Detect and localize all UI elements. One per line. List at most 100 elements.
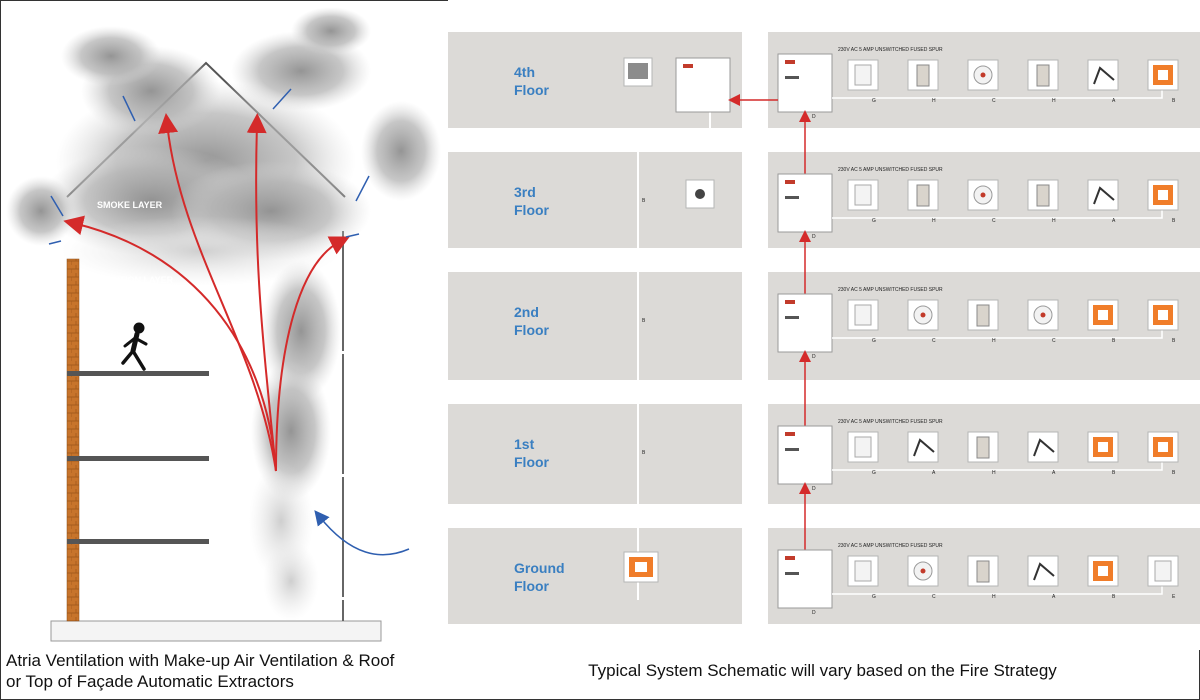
sensor-icon: [854, 304, 872, 326]
spur-label: 230V AC 5 AMP UNSWITCHED FUSED SPUR: [838, 287, 943, 293]
module-icon: [916, 184, 930, 207]
control-panel-logo: [785, 180, 795, 184]
riser-label: D: [812, 114, 816, 120]
floor-label-line2: Floor: [514, 454, 550, 470]
device-label: C: [932, 338, 936, 344]
device-label: A: [1052, 470, 1056, 476]
control-panel-logo: [785, 432, 795, 436]
floor-label-line1: 1st: [514, 436, 535, 452]
device-label: C: [992, 98, 996, 104]
floor-slab: [67, 456, 209, 461]
device-wiring: [832, 208, 1163, 219]
riser-label: D: [812, 234, 816, 240]
vent-indicators: [48, 88, 410, 556]
device-label: G: [872, 98, 876, 104]
brick-wall: [66, 258, 80, 622]
device-box: [1027, 431, 1059, 463]
floor-gap: [448, 248, 1200, 272]
smoke-flow-arrows: [63, 113, 350, 472]
device-label: B: [1172, 470, 1176, 476]
call-point-window: [1098, 442, 1108, 452]
module-icon: [976, 436, 990, 459]
device-label: A: [1112, 98, 1116, 104]
sensor-icon: [854, 184, 872, 206]
detector-led: [1040, 312, 1046, 318]
module-icon: [976, 304, 990, 327]
floor-gap: [448, 380, 1200, 404]
floor-label-line1: 4th: [514, 64, 535, 80]
device-box: [907, 555, 939, 587]
device-label: B: [1112, 470, 1116, 476]
control-panel-indicator: [785, 448, 799, 451]
device-label: E: [1172, 594, 1176, 600]
device-box: [1027, 555, 1059, 587]
detector-led: [980, 72, 986, 78]
control-panel-indicator: [785, 196, 799, 199]
floor-label-line1: Ground: [514, 560, 565, 576]
device-label: H: [1052, 98, 1056, 104]
device-label: C: [932, 594, 936, 600]
riser-corridor: [742, 30, 768, 630]
building-base: [50, 620, 382, 642]
control-panel-logo: [785, 556, 795, 560]
spur-label: 230V AC 5 AMP UNSWITCHED FUSED SPUR: [838, 543, 943, 549]
detector-led: [980, 192, 986, 198]
floor-slab: [67, 539, 209, 544]
left-device-label: B: [642, 318, 646, 324]
spur-label: 230V AC 5 AMP UNSWITCHED FUSED SPUR: [838, 419, 943, 425]
riser-label: D: [812, 354, 816, 360]
device-label: A: [1052, 594, 1056, 600]
riser-label: D: [812, 610, 816, 616]
device-label: H: [932, 218, 936, 224]
device-label: H: [1052, 218, 1056, 224]
call-point-window: [635, 562, 647, 572]
detector-led: [920, 312, 926, 318]
spur-label: 230V AC 5 AMP UNSWITCHED FUSED SPUR: [838, 47, 943, 53]
floor-label-line2: Floor: [514, 202, 550, 218]
device-label: B: [1172, 338, 1176, 344]
control-panel-indicator: [785, 572, 799, 575]
call-point-window: [1158, 310, 1168, 320]
top-gap: [448, 0, 1200, 32]
call-point-window: [1158, 442, 1168, 452]
running-person-icon: [121, 322, 148, 371]
sensor-icon: [854, 560, 872, 582]
device-label: C: [1052, 338, 1056, 344]
actuator-icon: [1033, 562, 1055, 581]
call-point-window: [1098, 566, 1108, 576]
call-point-window: [1158, 70, 1168, 80]
device-box: [1087, 59, 1119, 91]
left-caption-line2: or Top of Façade Automatic Extractors: [6, 672, 294, 691]
left-caption: Atria Ventilation with Make-up Air Venti…: [6, 650, 446, 692]
actuator-icon: [913, 438, 935, 457]
device-label: H: [992, 338, 996, 344]
control-panel-logo: [785, 300, 795, 304]
device-label: H: [932, 98, 936, 104]
control-panel-logo: [785, 60, 795, 64]
switch-icon: [695, 189, 705, 199]
left-device-label: B: [642, 198, 646, 204]
vent-icon: [628, 63, 648, 79]
sensor-icon: [854, 436, 872, 458]
atrium-ventilation-diagram: SMOKE LAYER TRANSITION LAYER: [6, 7, 441, 642]
right-caption: Typical System Schematic will vary based…: [588, 661, 1057, 680]
floor-label-line1: 2nd: [514, 304, 539, 320]
device-box: [1087, 179, 1119, 211]
control-panel-indicator: [785, 76, 799, 79]
actuator-icon: [1093, 66, 1115, 85]
device-wiring: [832, 460, 1163, 471]
device-label: B: [1112, 594, 1116, 600]
device-box: [967, 59, 999, 91]
device-label: G: [872, 470, 876, 476]
device-label: H: [992, 594, 996, 600]
call-point-window: [1158, 190, 1168, 200]
call-point-window: [1098, 310, 1108, 320]
floor-slab: [67, 371, 209, 376]
device-label: A: [932, 470, 936, 476]
device-label: B: [1112, 338, 1116, 344]
device-wiring: [832, 584, 1163, 595]
floor-gap: [448, 504, 1200, 528]
module-icon: [1036, 64, 1050, 87]
device-wiring: [832, 88, 1163, 99]
